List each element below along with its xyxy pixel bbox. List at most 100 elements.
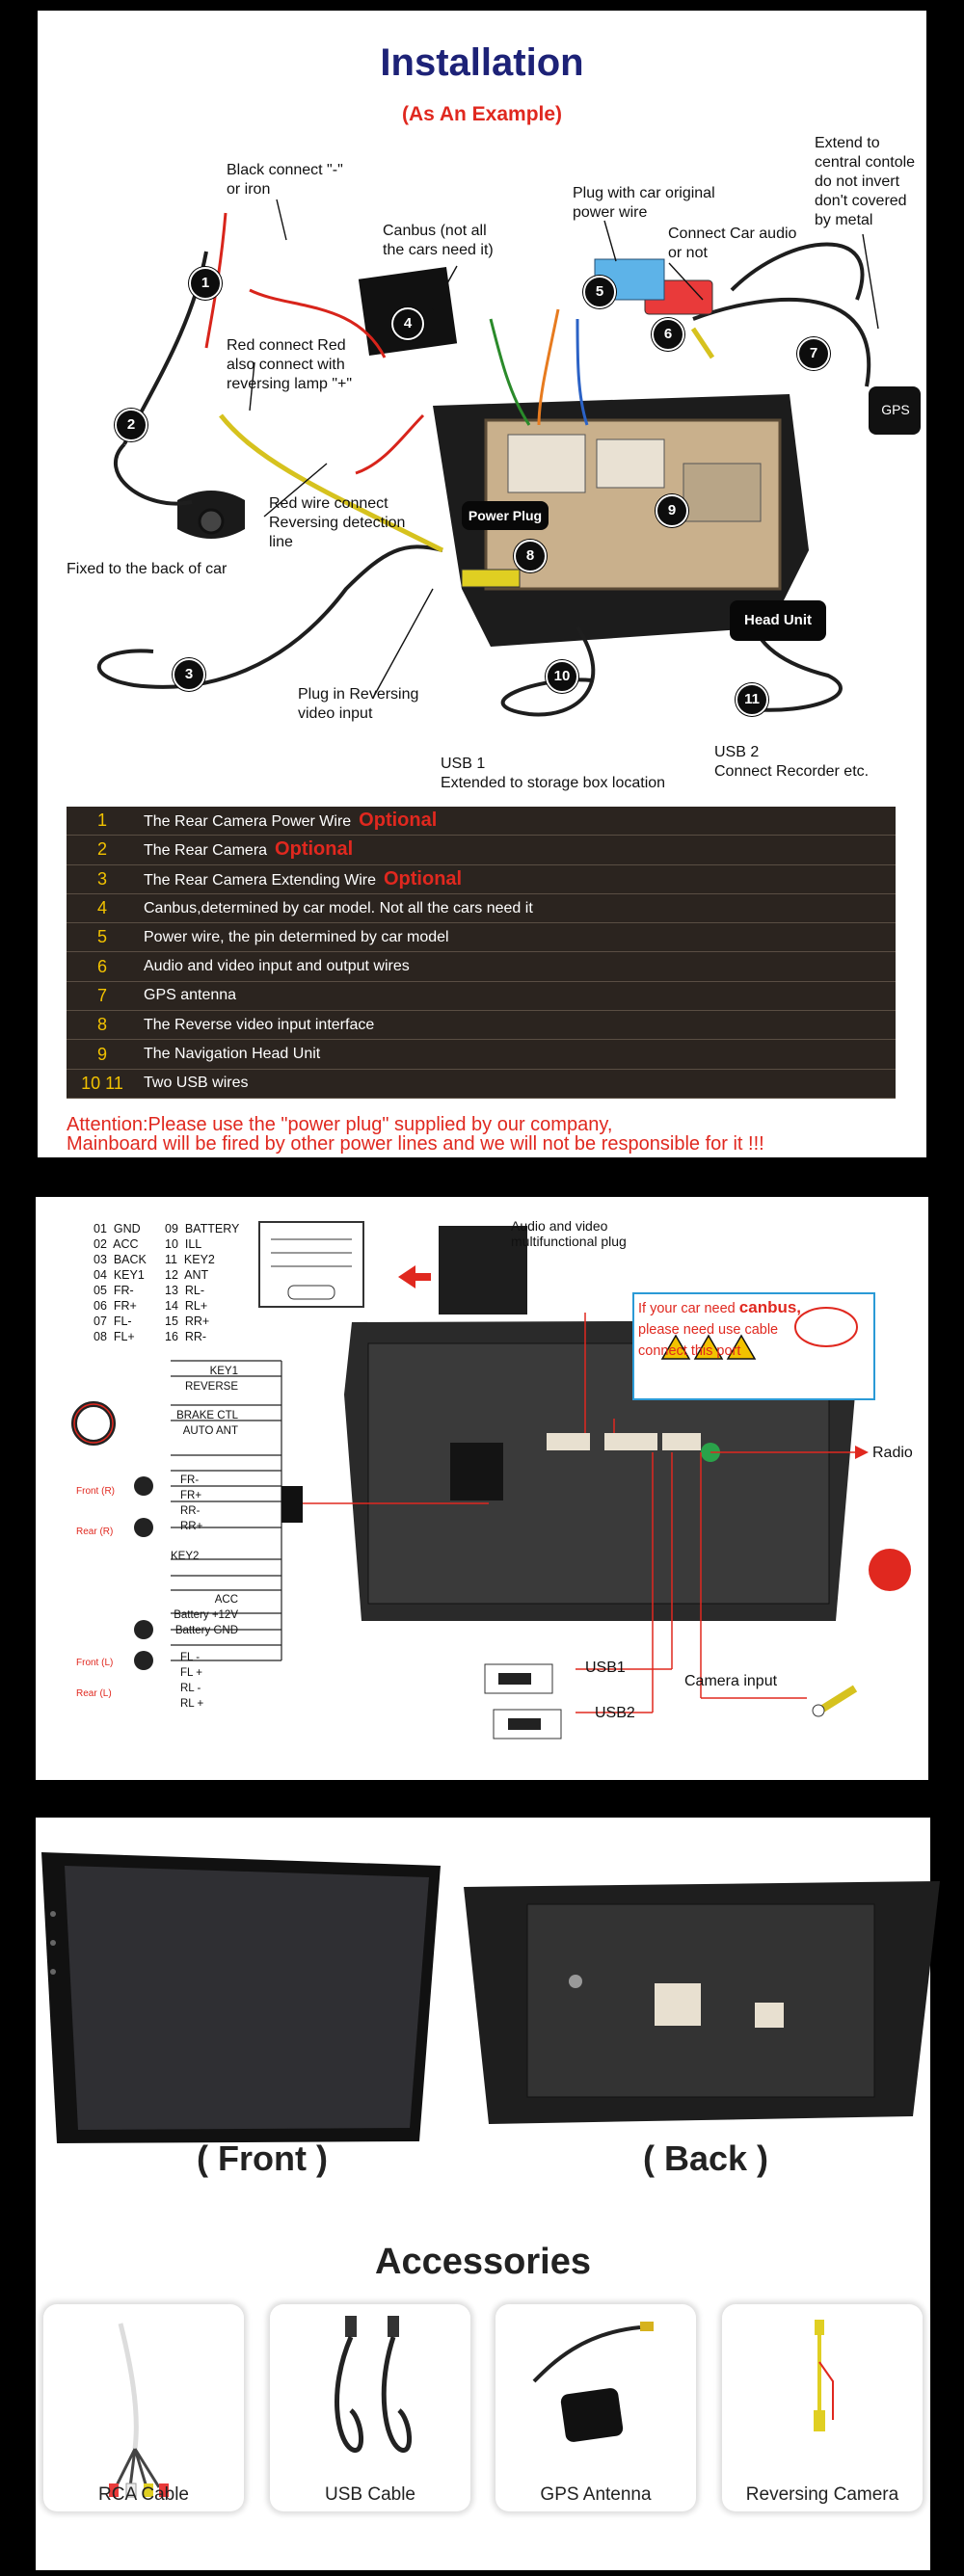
reversing-camera-image [722,2304,923,2511]
power-wire-labels: ACC Battery +12V Battery GND [142,1592,238,1638]
rca-cable-image [43,2304,244,2511]
black-connect-label: Black connect "-" or iron [227,161,343,199]
fixed-back-label: Fixed to the back of car [67,560,227,579]
accessory-label-usb: USB Cable [270,2484,470,2506]
rear-l-label: Rear (L) [76,1688,112,1699]
product-panel: ( Front ) ( Back ) Accessories RCA Cable… [36,1818,930,2570]
wire-fl-plus: FL + [180,1665,203,1681]
badge-7: 7 [797,337,830,370]
legend-text: Power wire, the pin determined by car mo… [144,929,449,945]
accessory-label-gps: GPS Antenna [495,2484,696,2506]
legend-number: 6 [67,952,138,981]
legend-row: 6 Audio and video input and output wires [67,952,896,981]
legend-text-cell: The Navigation Head Unit [138,1040,896,1069]
legend-text-cell: The Rear Camera Optional [138,836,896,864]
legend-text: The Reverse video input interface [144,1017,374,1033]
canbus-note-pre: If your car need [638,1301,739,1316]
wire-rr-minus: RR- [180,1503,202,1519]
usb-cable-image [270,2304,470,2511]
legend-text-cell: The Rear Camera Power WireOptional [138,807,896,836]
badge-3: 3 [173,658,205,691]
wire-fr-plus: FR+ [180,1488,202,1503]
red-wire-label: Red wire connect Reversing detection lin… [269,494,405,552]
legend-row: 8 The Reverse video input interface [67,1011,896,1040]
optional-tag: Optional [275,838,353,860]
badge-6: 6 [652,318,684,351]
legend-row: 4 Canbus,determined by car model. Not all… [67,893,896,922]
optional-tag: Optional [384,868,462,890]
front-r-label: Front (R) [76,1486,115,1497]
usb2-wiring-label: USB2 [595,1705,635,1722]
usb1-wiring-label: USB1 [585,1660,626,1677]
wire-key2: KEY2 [171,1551,199,1562]
badge-9: 9 [656,494,688,527]
installation-panel: Installation (As An Example) [38,11,926,1157]
gps-antenna-image [495,2304,696,2511]
legend-number: 7 [67,981,138,1010]
camera-input-label: Camera input [684,1673,777,1690]
legend-row: 2 The Rear Camera Optional [67,836,896,864]
accessory-rca-cable: RCA Cable [43,2304,244,2511]
wire-battery-12v: Battery +12V [142,1607,238,1623]
legend-text: Canbus,determined by car model. Not all … [144,900,533,916]
wiring-panel: 01 GND 02 ACC 03 BACK 04 KEY1 05 FR- 06 … [36,1197,928,1780]
legend-number: 4 [67,893,138,922]
badge-4: 4 [391,307,424,340]
legend-text: Audio and video input and output wires [144,958,410,974]
legend-text-cell: GPS antenna [138,981,896,1010]
plug-power-label: Plug with car original power wire [573,184,715,223]
speaker-l-labels: FL - FL + RL - RL + [180,1650,203,1712]
badge-5: 5 [583,276,616,308]
accessories-title: Accessories [36,2242,930,2283]
badge-8: 8 [514,540,547,572]
legend-number: 1 [67,807,138,836]
wire-brake: BRAKE CTL [151,1408,238,1423]
badge-11: 11 [736,683,768,716]
wire-rl-minus: RL - [180,1681,203,1696]
red-connect-label: Red connect Red also connect with revers… [227,336,352,394]
attention-text: Attention:Please use the "power plug" su… [67,1115,915,1154]
wire-battery-gnd: Battery GND [142,1623,238,1638]
legend-text: The Rear Camera Extending Wire [144,872,376,889]
canbus-label: Canbus (not all the cars need it) [383,222,494,260]
wiring-diagram [36,1197,928,1780]
accessory-gps-antenna: GPS Antenna [495,2304,696,2511]
legend-text-cell: Audio and video input and output wires [138,952,896,981]
radio-label: Radio [872,1445,913,1462]
legend-number: 9 [67,1040,138,1069]
accessory-label-camera: Reversing Camera [722,2484,923,2506]
wire-reverse: REVERSE [151,1379,238,1394]
back-caption: ( Back ) [614,2138,797,2179]
installation-diagram [38,11,926,801]
legend-text-cell: The Rear Camera Extending Wire Optional [138,864,896,893]
badge-2: 2 [115,409,147,441]
badge-10: 10 [546,660,578,693]
legend-text-cell: Two USB wires [138,1069,896,1098]
wire-rl-plus: RL + [180,1696,203,1712]
canbus-note: If your car need canbus,please need use … [638,1297,801,1362]
legend-text: The Rear Camera Power Wire [144,813,351,830]
canbus-note-post: please need use cable connect this port [638,1322,778,1359]
legend-text-cell: The Reverse video input interface [138,1011,896,1040]
wire-fl-minus: FL - [180,1650,203,1665]
legend-number: 8 [67,1011,138,1040]
head-unit-label: Head Unit [730,600,826,641]
av-plug-label: Audio and video multifunctional plug [511,1218,627,1249]
speaker-r-labels: FR- FR+ RR- RR+ [180,1473,202,1534]
extend-gps-label: Extend to central contole do not invert … [815,134,915,230]
legend-text: GPS antenna [144,987,236,1003]
front-caption: ( Front ) [171,2138,354,2179]
wire-auto-ant: AUTO ANT [151,1423,238,1439]
badge-1: 1 [189,267,222,300]
legend-number: 2 [67,836,138,864]
accessory-usb-cable: USB Cable [270,2304,470,2511]
rear-r-label: Rear (R) [76,1527,113,1537]
legend-text: The Rear Camera [144,842,267,859]
plug-reversing-label: Plug in Reversing video input [298,685,418,724]
legend-number: 5 [67,923,138,952]
accessory-reversing-camera: Reversing Camera [722,2304,923,2511]
